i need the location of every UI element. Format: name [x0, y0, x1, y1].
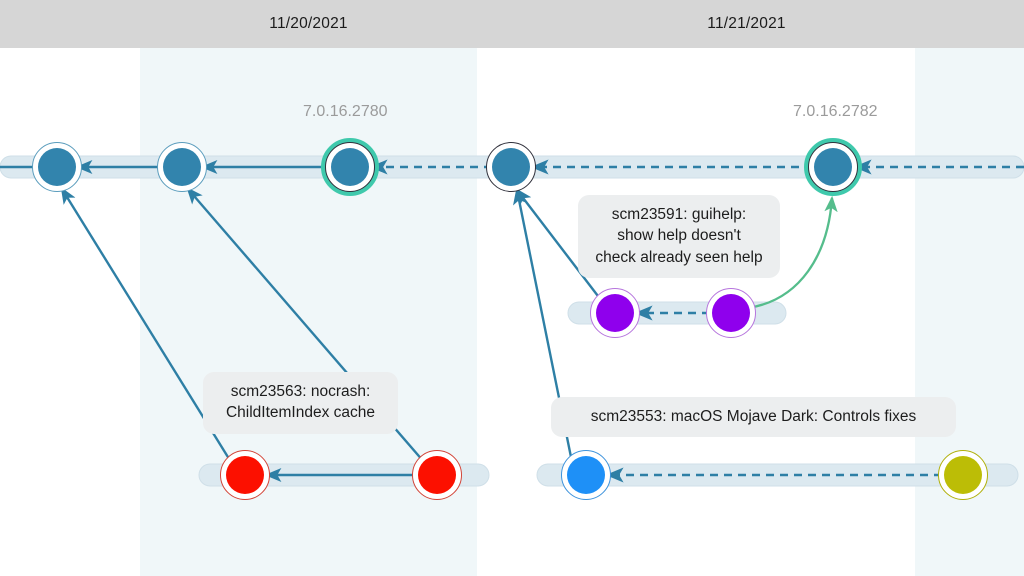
- version-tag-label-1: 7.0.16.2780: [303, 103, 388, 120]
- node-core: [596, 294, 634, 332]
- node-purple-1[interactable]: [586, 284, 644, 342]
- node-red-2[interactable]: [408, 446, 466, 504]
- node-blue-1[interactable]: [557, 446, 615, 504]
- node-main-2[interactable]: [153, 138, 211, 196]
- edge-merge-purple1-to-main4: [515, 188, 602, 301]
- node-core: [163, 148, 201, 186]
- tooltip-scm23563[interactable]: scm23563: nocrash: ChildItemIndex cache: [203, 372, 398, 434]
- node-core: [331, 148, 369, 186]
- node-core: [492, 148, 530, 186]
- node-core: [944, 456, 982, 494]
- node-main-4[interactable]: [482, 138, 540, 196]
- version-tag-label-2: 7.0.16.2782: [793, 103, 878, 120]
- edge-merge-purple2-to-main5: [747, 195, 838, 310]
- date-label-1: 11/20/2021: [269, 15, 348, 32]
- node-olive-1[interactable]: [934, 446, 992, 504]
- node-core: [712, 294, 750, 332]
- tooltip-scm23591[interactable]: scm23591: guihelp: show help doesn't che…: [578, 195, 780, 279]
- node-core: [814, 148, 852, 186]
- date-header-bar: 11/20/2021 11/21/2021: [0, 0, 1024, 48]
- date-label-2: 11/21/2021: [707, 15, 786, 32]
- node-main-1[interactable]: [28, 138, 86, 196]
- node-purple-2[interactable]: [702, 284, 760, 342]
- node-core: [226, 456, 264, 494]
- node-core: [418, 456, 456, 494]
- track-blue: [536, 463, 1019, 487]
- edge-merge-red1-to-main1: [60, 186, 233, 463]
- node-red-1[interactable]: [216, 446, 274, 504]
- node-core: [567, 456, 605, 494]
- node-main-5[interactable]: [804, 138, 862, 196]
- node-main-3[interactable]: [321, 138, 379, 196]
- node-core: [38, 148, 76, 186]
- tooltip-scm23553[interactable]: scm23553: macOS Mojave Dark: Controls fi…: [551, 397, 956, 438]
